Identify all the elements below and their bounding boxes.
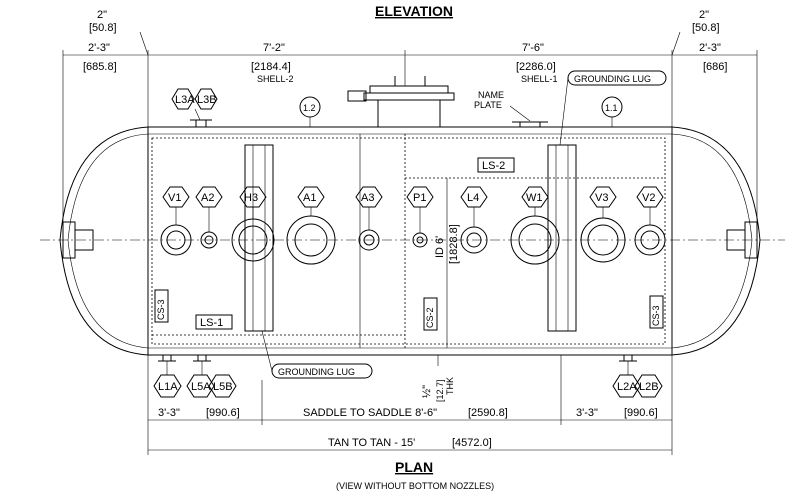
- name-plate-label-1: NAME: [478, 90, 504, 100]
- left-nozzle-dim: 2": [97, 9, 107, 21]
- id-dim: ID 6': [434, 236, 446, 258]
- right-nozzle-dim: 2": [699, 9, 709, 21]
- saddle-dim: SADDLE TO SADDLE 8'-6": [303, 407, 437, 419]
- tag-v3: V3: [589, 186, 617, 218]
- svg-text:L5A: L5A: [191, 381, 211, 393]
- grounding-lug-label-bottom: GROUNDING LUG: [261, 330, 373, 379]
- bottom-right-dim: 3'-3": [576, 407, 598, 419]
- thk-mm: [12.7]: [435, 379, 445, 402]
- plan-title: PLAN: [395, 459, 433, 475]
- cs3-left-label: CS-3: [154, 289, 169, 323]
- left-end-nozzle: [62, 221, 94, 259]
- shell2-label: SHELL-2: [257, 74, 294, 84]
- svg-text:W1: W1: [526, 192, 543, 204]
- svg-text:GROUNDING LUG: GROUNDING LUG: [574, 74, 651, 84]
- svg-text:V1: V1: [168, 192, 181, 204]
- tag-l5a: L5A: [186, 361, 215, 398]
- svg-text:L3A: L3A: [175, 94, 195, 106]
- thk-in: ½": [421, 385, 433, 398]
- shell-2-callout: 1.2: [299, 96, 321, 127]
- svg-text:H3: H3: [244, 192, 258, 204]
- svg-text:P1: P1: [413, 192, 426, 204]
- svg-text:L1A: L1A: [158, 381, 178, 393]
- shell1-dim: 7'-6": [522, 42, 544, 54]
- tag-l1a: L1A: [153, 361, 182, 398]
- svg-text:1.1: 1.1: [605, 103, 618, 113]
- left-nozzle-dim-mm: [50.8]: [89, 22, 117, 34]
- svg-text:L3B: L3B: [197, 94, 217, 106]
- bottom-dimension-lines: [147, 355, 673, 455]
- svg-text:V3: V3: [595, 192, 608, 204]
- shell2-dim-mm: [2184.4]: [251, 61, 291, 73]
- shell1-dim-mm: [2286.0]: [516, 61, 556, 73]
- svg-text:1.2: 1.2: [303, 103, 316, 113]
- bottom-left-dim: 3'-3": [158, 407, 180, 419]
- tag-l2b: L2B: [634, 374, 663, 398]
- vessel-inner-outline: [67, 133, 753, 349]
- tan-to-tan-dim-mm: [4572.0]: [452, 437, 492, 449]
- right-grounding-lug: [547, 144, 577, 332]
- svg-text:A1: A1: [303, 192, 316, 204]
- tag-a2: A2: [195, 186, 223, 232]
- left-end-dim-mm: [685.8]: [83, 61, 117, 73]
- svg-text:LS-1: LS-1: [200, 317, 223, 329]
- top-manway: [347, 76, 455, 128]
- svg-text:LS-2: LS-2: [482, 160, 505, 172]
- left-grounding-lug: [244, 144, 274, 332]
- elevation-title: ELEVATION: [375, 3, 453, 19]
- tag-v1: V1: [162, 186, 190, 225]
- saddle-dim-mm: [2590.8]: [468, 407, 508, 419]
- svg-text:GROUNDING LUG: GROUNDING LUG: [278, 367, 355, 377]
- svg-text:A3: A3: [361, 192, 374, 204]
- shell-1-callout: 1.1: [601, 96, 623, 127]
- tag-l4: L4: [460, 186, 488, 227]
- bottom-nozzle-l2: [619, 354, 637, 362]
- svg-text:A2: A2: [201, 192, 214, 204]
- svg-text:V2: V2: [642, 192, 655, 204]
- plan-note: (VIEW WITHOUT BOTTOM NOZZLES): [336, 481, 494, 491]
- shell1-label: SHELL-1: [521, 74, 558, 84]
- tag-p1: P1: [406, 186, 434, 233]
- top-nozzle-l3: [190, 119, 212, 128]
- tag-l2a: L2A: [612, 361, 641, 398]
- tag-w1: W1: [521, 186, 549, 216]
- shell2-dim: 7'-2": [263, 42, 285, 54]
- name-plate: [509, 105, 548, 127]
- tag-a1: A1: [297, 186, 325, 216]
- tag-h3: H3: [239, 186, 267, 219]
- svg-text:L2A: L2A: [617, 381, 637, 393]
- tan-to-tan-dim: TAN TO TAN - 15': [328, 437, 415, 449]
- bottom-right-dim-mm: [990.6]: [624, 407, 658, 419]
- svg-text:CS-2: CS-2: [425, 307, 435, 328]
- bottom-left-dim-mm: [990.6]: [206, 407, 240, 419]
- ls1-label: LS-1: [195, 314, 233, 330]
- right-end-nozzle: [726, 221, 758, 259]
- cs3-right-label: CS-3: [649, 295, 664, 329]
- right-nozzle-dim-mm: [50.8]: [692, 22, 720, 34]
- tag-v2: V2: [636, 186, 664, 225]
- bottom-nozzle-l5: [193, 354, 211, 362]
- tag-l5b: L5B: [208, 374, 237, 398]
- svg-text:CS-3: CS-3: [156, 299, 166, 320]
- right-end-dim: 2'-3": [699, 42, 721, 54]
- left-end-dim: 2'-3": [88, 42, 110, 54]
- svg-text:CS-3: CS-3: [651, 305, 661, 326]
- tag-a3: A3: [355, 186, 383, 230]
- svg-text:L2B: L2B: [639, 381, 659, 393]
- cs2-label: CS-2: [423, 297, 438, 331]
- name-plate-label-2: PLATE: [474, 100, 502, 110]
- thk-label: THK: [445, 377, 455, 395]
- grounding-lug-label-top: GROUNDING LUG: [559, 70, 667, 146]
- bottom-nozzle-l1a: [158, 354, 176, 362]
- id-dim-mm: [1828.8]: [448, 224, 460, 264]
- svg-text:L5B: L5B: [213, 381, 233, 393]
- tag-l3a: L3A L3B: [171, 88, 218, 121]
- right-end-dim-mm: [686]: [703, 61, 727, 73]
- top-dimension-lines: [62, 31, 758, 222]
- ls2-label: LS-2: [477, 157, 515, 173]
- svg-text:L4: L4: [467, 192, 479, 204]
